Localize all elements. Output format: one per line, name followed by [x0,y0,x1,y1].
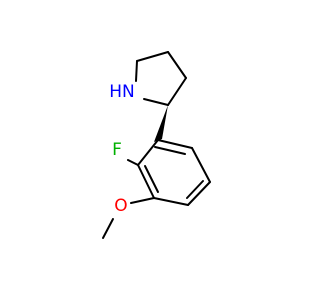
bond-c4-c5 [136,51,169,62]
bond-ar6-ar1 [157,139,193,149]
aromatic-inner-3 [186,180,204,199]
bond-ar3-ar4 [153,197,189,206]
bond-n-c2 [143,98,169,106]
wedge-bond [154,105,168,142]
molecule-diagram: HN F O [102,51,211,239]
bond-ar1-ar2 [137,139,159,166]
aromatic-inner-2 [144,165,159,193]
aromatic-inner-1 [154,146,186,155]
bonds [102,51,211,239]
bond-ar2-ar3 [137,164,155,199]
bond-c5-n [135,60,138,82]
bond-c2-c3 [167,77,187,106]
nh-label: HN [109,82,135,102]
bond-c3-c4 [167,51,187,79]
fluorine-label: F [112,140,122,160]
oxygen-label: O [114,196,127,216]
bond-ar3-o [130,197,155,204]
bond-ar4-ar5 [187,181,211,206]
bond-ar2-f [127,159,139,166]
bond-ar5-ar6 [191,147,211,183]
bond-o-ch3 [102,218,114,239]
